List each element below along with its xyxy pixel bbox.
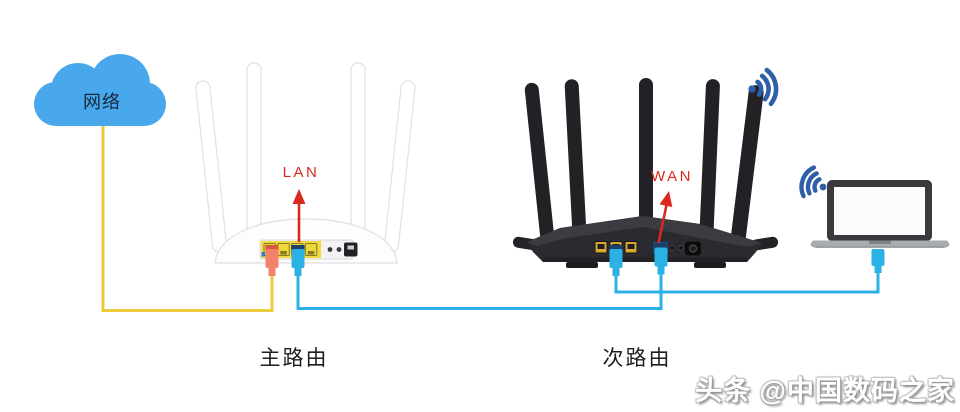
secondary-router-ports [594, 241, 701, 256]
antenna [383, 80, 416, 253]
blue-connector-secondary-lan [609, 245, 623, 276]
wps-button [678, 245, 684, 251]
wifi-signal-icon [799, 165, 827, 199]
internet-cable-yellow [101, 126, 274, 312]
wan-arrow [657, 191, 673, 244]
orange-connector [265, 245, 279, 276]
blue-connector-secondary-wan [654, 243, 668, 275]
antenna [195, 80, 228, 253]
reset-button [327, 247, 333, 252]
secondary-router-antennas [512, 78, 779, 251]
router-foot [566, 262, 598, 268]
cloud-label: 网络 [83, 92, 121, 112]
body-bottom-edge [543, 257, 747, 262]
laptop-screen [834, 187, 925, 235]
antenna [639, 78, 653, 248]
antenna [524, 82, 555, 247]
wan-label: WAN [651, 168, 693, 185]
panel-indicator [261, 252, 265, 257]
lan-arrow [292, 189, 306, 242]
laptop [810, 180, 950, 248]
lan-to-laptop-cable-blue [614, 272, 880, 294]
main-router-caption: 主路由 [259, 347, 329, 370]
main-router-antennas [195, 62, 416, 253]
antenna [246, 62, 262, 251]
antenna [730, 85, 764, 247]
lan-to-wan-cable-blue [296, 274, 663, 310]
blue-connector-main-lan [291, 245, 305, 276]
antenna [699, 79, 720, 247]
router-foot [694, 262, 726, 268]
antenna [564, 79, 587, 247]
antenna [350, 62, 366, 251]
lan-label: LAN [282, 164, 320, 181]
wifi-broadcast-icon [748, 67, 779, 107]
body-top-facet [527, 216, 762, 247]
secondary-router-caption: 次路由 [602, 347, 672, 370]
internet-cloud-icon [34, 54, 166, 126]
blue-connector-laptop [871, 249, 885, 273]
secondary-router [512, 78, 779, 268]
watermark: 头条 @中国数码之家 [695, 376, 955, 406]
reset-button [669, 245, 675, 251]
laptop-base-notch [869, 240, 891, 244]
wps-button [336, 247, 342, 252]
main-router [195, 62, 416, 264]
